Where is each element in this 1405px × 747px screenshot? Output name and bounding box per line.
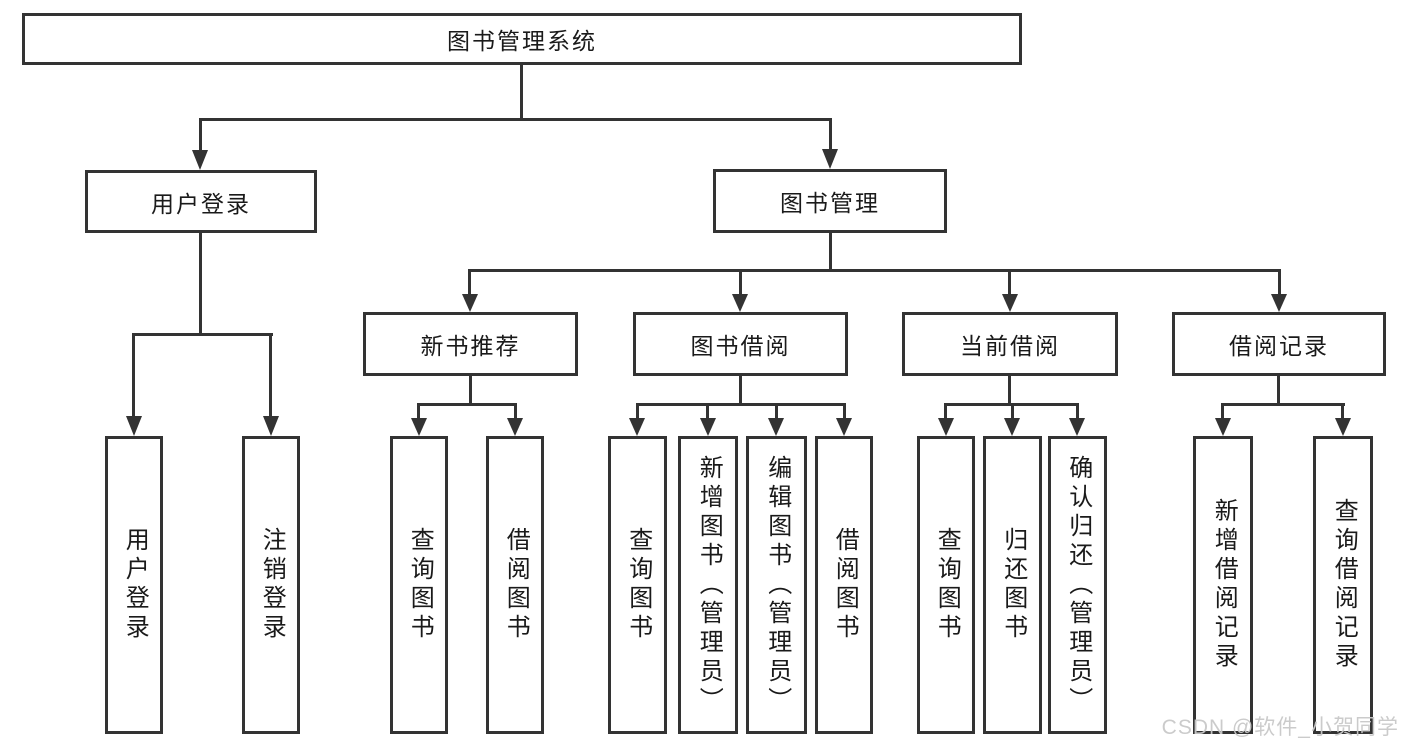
connector-rail: [417, 403, 517, 406]
connector-stem: [1008, 269, 1011, 295]
arrow-down-icon: [1002, 294, 1018, 312]
connector-stem: [1011, 403, 1014, 419]
connector-rail: [469, 269, 1281, 272]
connector-stem: [829, 232, 832, 272]
arrow-down-icon: [411, 418, 427, 436]
connector-rail: [132, 333, 273, 336]
arrow-down-icon: [462, 294, 478, 312]
leaf-user-login: 用户登录: [105, 436, 163, 734]
connector-stem: [1278, 269, 1281, 295]
arrow-down-icon: [938, 418, 954, 436]
arrow-down-icon: [1069, 418, 1085, 436]
leaf-records-query: 查询借阅记录: [1313, 436, 1373, 734]
node-borrow-records: 借阅记录: [1172, 312, 1386, 376]
csdn-watermark: CSDN @软件_小贺同学: [1161, 716, 1399, 739]
connector-stem: [1221, 403, 1224, 419]
arrow-down-icon: [507, 418, 523, 436]
arrow-down-icon: [732, 294, 748, 312]
connector-stem: [469, 375, 472, 406]
connector-stem: [417, 403, 420, 419]
connector-stem: [636, 403, 639, 419]
arrow-down-icon: [192, 150, 208, 170]
connector-stem: [706, 403, 709, 419]
node-new-book-recommend: 新书推荐: [363, 312, 578, 376]
arrow-down-icon: [836, 418, 852, 436]
connector-stem: [829, 118, 832, 151]
arrow-down-icon: [1004, 418, 1020, 436]
leaf-borrow-query: 查询图书: [608, 436, 667, 734]
arrow-down-icon: [126, 416, 142, 436]
leaf-newbooks-borrow: 借阅图书: [486, 436, 544, 734]
connector-rail: [199, 118, 831, 121]
node-current-borrow: 当前借阅: [902, 312, 1118, 376]
connector-stem: [739, 375, 742, 406]
leaf-current-confirm-admin: 确认归还（管理员）: [1048, 436, 1107, 734]
connector-stem: [199, 232, 202, 336]
connector-stem: [199, 118, 202, 151]
connector-stem: [514, 403, 517, 419]
connector-stem: [132, 333, 135, 417]
node-book-management: 图书管理: [713, 169, 947, 233]
arrow-down-icon: [629, 418, 645, 436]
arrow-down-icon: [1271, 294, 1287, 312]
connector-stem: [1341, 403, 1344, 419]
arrow-down-icon: [822, 149, 838, 169]
connector-stem: [944, 403, 947, 419]
arrow-down-icon: [263, 416, 279, 436]
connector-stem: [520, 64, 523, 121]
arrow-down-icon: [700, 418, 716, 436]
leaf-borrow-borrow: 借阅图书: [815, 436, 873, 734]
connector-stem: [1076, 403, 1079, 419]
connector-stem: [269, 333, 272, 417]
leaf-borrow-edit-admin: 编辑图书（管理员）: [746, 436, 807, 734]
connector-rail: [636, 403, 846, 406]
connector-stem: [1277, 375, 1280, 406]
arrow-down-icon: [768, 418, 784, 436]
leaf-records-add: 新增借阅记录: [1193, 436, 1253, 734]
leaf-current-query: 查询图书: [917, 436, 975, 734]
arrow-down-icon: [1335, 418, 1351, 436]
connector-stem: [775, 403, 778, 419]
connector-stem: [739, 269, 742, 295]
node-user-login: 用户登录: [85, 170, 317, 233]
node-book-borrow: 图书借阅: [633, 312, 848, 376]
node-root-system: 图书管理系统: [22, 13, 1022, 65]
arrow-down-icon: [1215, 418, 1231, 436]
connector-rail: [1221, 403, 1345, 406]
connector-stem: [1008, 375, 1011, 406]
leaf-borrow-add-admin: 新增图书（管理员）: [678, 436, 738, 734]
leaf-current-return: 归还图书: [983, 436, 1042, 734]
connector-stem: [468, 269, 471, 295]
leaf-newbooks-query: 查询图书: [390, 436, 448, 734]
leaf-logout: 注销登录: [242, 436, 300, 734]
connector-stem: [843, 403, 846, 419]
